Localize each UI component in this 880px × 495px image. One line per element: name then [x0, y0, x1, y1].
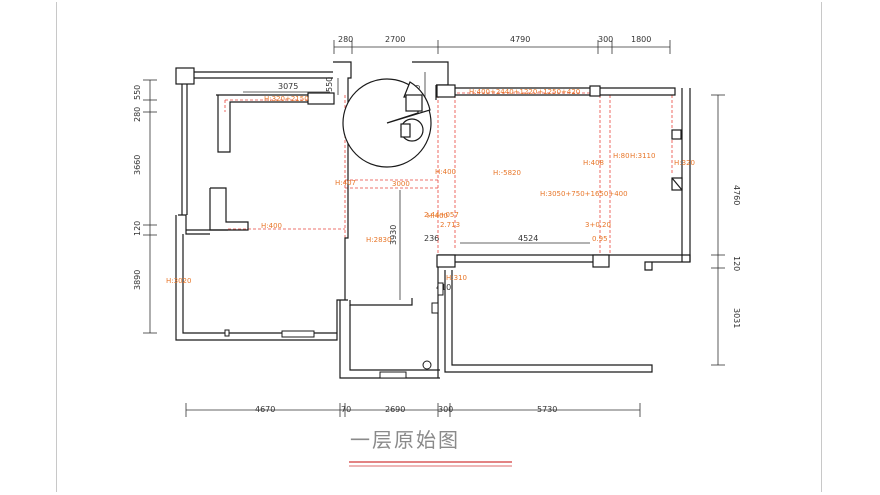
dim-inner-5: 410	[436, 283, 451, 292]
dimension-lines	[143, 40, 725, 417]
dim-right-0: 4760	[732, 185, 741, 205]
height-annotations: H:320+2150 H:400+2440+1220+1250+420 H:40…	[166, 88, 695, 285]
drawing-sheet	[56, 2, 822, 492]
dim-bottom-3: 300	[438, 405, 453, 414]
ceiling-dashed-lines	[224, 92, 673, 265]
dim-bottom-0: 4670	[255, 405, 275, 414]
annotation-0: H:320+2150	[264, 95, 309, 103]
annotation-9: H:407	[335, 179, 356, 187]
annotation-6: H:80	[613, 152, 630, 160]
dim-top-0: 280	[338, 35, 353, 44]
dim-inner-1: 550	[325, 77, 334, 92]
annotation-18: H:3020	[166, 277, 191, 285]
dim-left-2: 3660	[133, 155, 142, 175]
annotation-7: H:3110	[630, 152, 655, 160]
dim-bottom-4: 5730	[537, 405, 557, 414]
dim-left-0: 550	[133, 85, 142, 100]
annotation-12: H:400	[427, 212, 448, 220]
annotation-5: H:408	[583, 159, 604, 167]
dim-top-4: 1800	[631, 35, 651, 44]
annotation-1: H:400+2440+1220+1250+420	[469, 88, 580, 96]
annotation-13: 2.44+057	[424, 211, 459, 219]
annotation-11: H:3050+750+1650+400	[540, 190, 628, 198]
dim-left-3: 120	[133, 221, 142, 236]
annotation-10: 3000	[392, 180, 410, 188]
dim-bottom-2: 2690	[385, 405, 405, 414]
annotation-16: 0.95	[592, 235, 608, 243]
drawing-title: 一层原始图	[350, 428, 460, 452]
annotation-19: H:310	[446, 274, 467, 282]
dim-bottom-1: 70	[341, 405, 351, 414]
dim-right-1: 120	[732, 256, 741, 271]
walls	[175, 61, 691, 379]
annotation-15: 3+0.20	[585, 221, 611, 229]
dim-top-2: 4790	[510, 35, 530, 44]
dim-top-1: 2700	[385, 35, 405, 44]
dim-left-1: 280	[133, 107, 142, 122]
dim-right-2: 3031	[732, 308, 741, 328]
fixtures	[224, 282, 444, 379]
spiral-staircase	[342, 78, 432, 168]
dim-inner-6: 236	[424, 234, 439, 243]
annotation-17: H:2830	[366, 236, 391, 244]
dim-left-4: 3890	[133, 270, 142, 290]
annotation-3: H:400	[261, 222, 282, 230]
dim-top-3: 300	[598, 35, 613, 44]
annotation-2: H:400	[435, 168, 456, 176]
dim-inner-3: 3930	[389, 225, 398, 245]
annotation-4: H:-5820	[493, 169, 521, 177]
dim-inner-4: 4524	[518, 234, 538, 243]
annotation-14: 2.713	[440, 221, 460, 229]
annotation-8: H:320	[674, 159, 695, 167]
dim-inner-0: 3075	[278, 82, 298, 91]
